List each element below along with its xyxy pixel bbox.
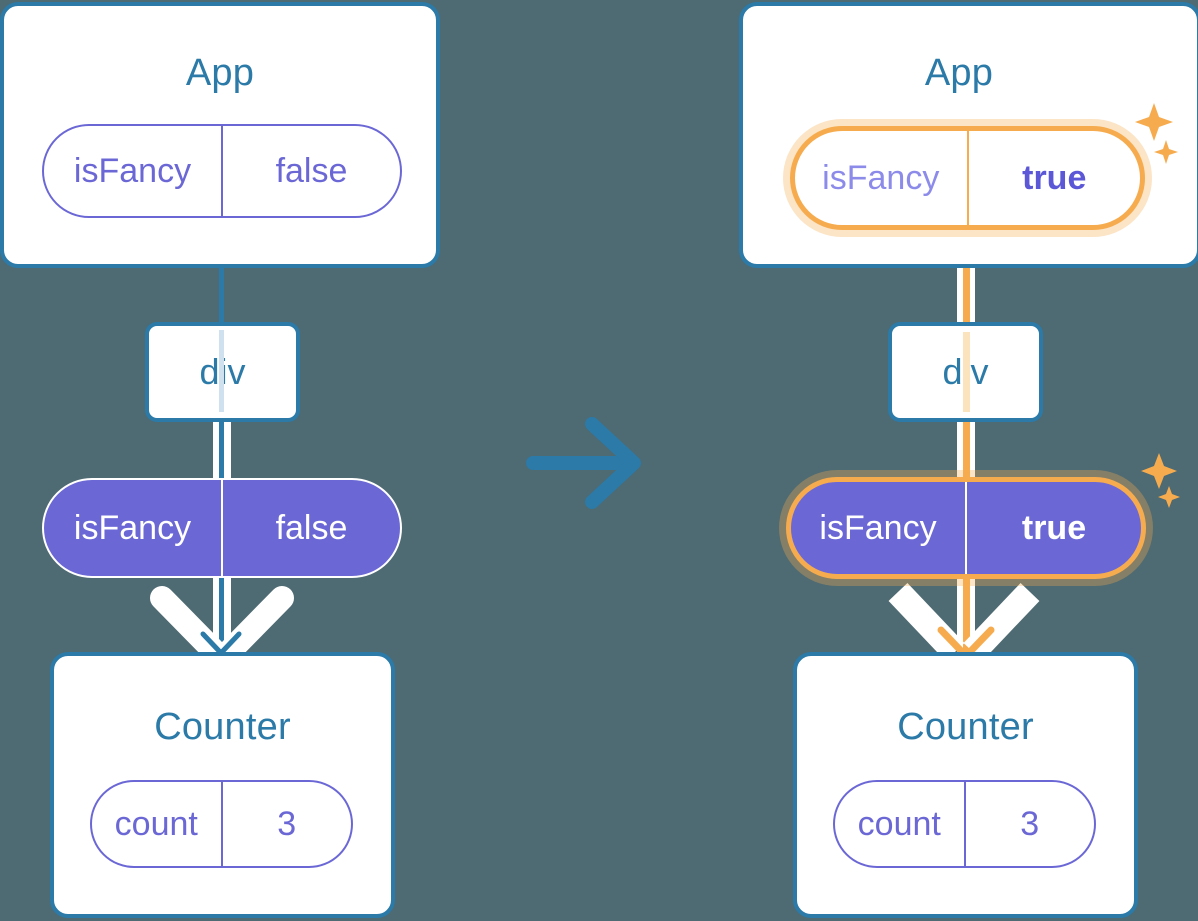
prop-pill-value: false (221, 480, 400, 576)
connector-app-to-div-before (219, 214, 224, 334)
state-pill-value: true (966, 131, 1141, 225)
sparkle-icon (1158, 486, 1180, 508)
right-arrow-icon (526, 417, 641, 509)
state-pill-value: 3 (220, 782, 352, 866)
component-title-counter-before: Counter (154, 706, 291, 748)
prop-pill-isfancy-after: isFancy true (786, 477, 1146, 579)
sparkle-icon (1154, 140, 1178, 164)
prop-pill-key: isFancy (73, 508, 192, 547)
component-title-app-before: App (185, 52, 255, 94)
state-pill-app-isfancy-after: isFancy true (790, 126, 1145, 230)
state-pill-key: isFancy (822, 158, 940, 197)
connector-div-to-prop-blue-before (219, 418, 224, 494)
state-pill-counter-count-after: count 3 (833, 780, 1096, 868)
prop-pill-key: isFancy (819, 508, 937, 547)
component-title-counter-after: Counter (897, 706, 1034, 748)
state-pill-key: count (114, 804, 198, 843)
state-pill-app-isfancy-before: isFancy false (42, 124, 402, 218)
state-pill-value: 3 (963, 782, 1095, 866)
prop-pill-value: true (965, 482, 1141, 574)
connector-through-div-after (963, 332, 970, 412)
state-pill-value: false (221, 126, 400, 216)
state-pill-counter-count-before: count 3 (90, 780, 353, 868)
state-pill-key: count (857, 804, 941, 843)
component-title-app-after: App (924, 52, 994, 94)
sparkle-icon (1141, 453, 1177, 489)
connector-div-to-prop-after (963, 418, 970, 494)
connector-through-div-before (219, 330, 224, 412)
sparkle-icon (1135, 103, 1173, 141)
state-pill-key: isFancy (73, 151, 192, 190)
connector-app-to-div-after (963, 214, 970, 336)
prop-pill-isfancy-before: isFancy false (42, 478, 402, 578)
connector-prop-to-counter-blue-before (219, 565, 224, 660)
connector-prop-to-counter-after (963, 565, 970, 660)
